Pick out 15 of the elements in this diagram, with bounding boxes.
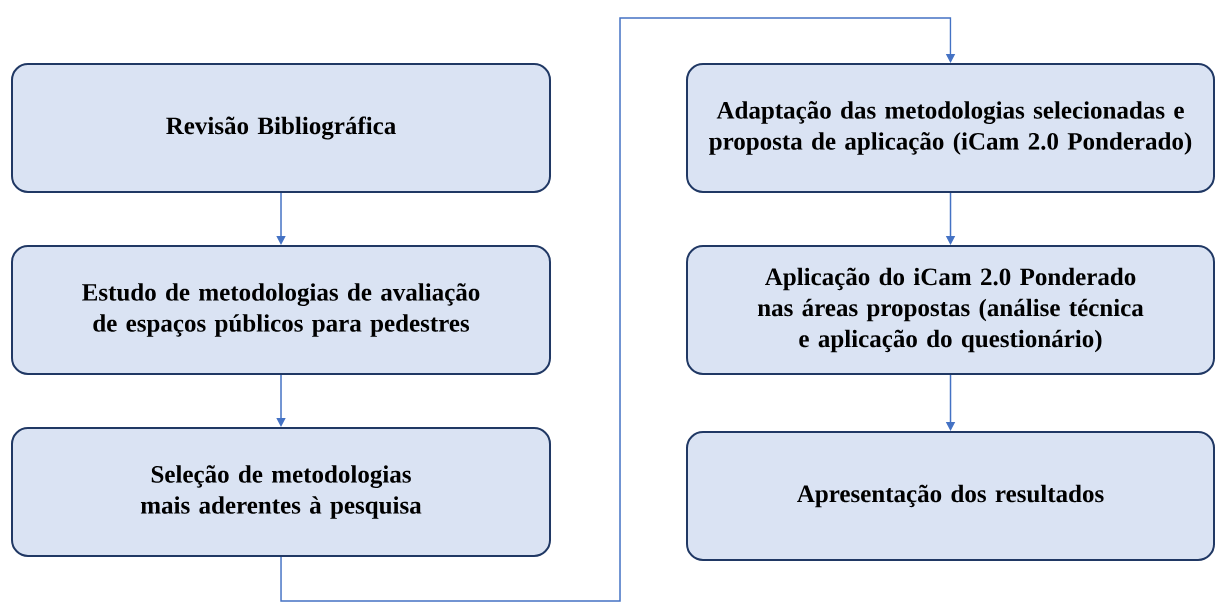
process-box (686, 431, 1215, 561)
arrow (280, 17, 956, 602)
box-text: Aplicação do iCam 2.0 Ponderado nas áreas propostas (análise técnica e aplicação do questionário) (757, 267, 1144, 353)
arrow (276, 192, 286, 245)
box-text: Apresentação dos resultados (797, 484, 1104, 508)
box-text: Seleção de metodologias mais aderentes à pesquisa (140, 465, 422, 519)
process-box (11, 63, 551, 193)
box-text: Adaptação das metodologias selecionadas e proposta de aplicação (iCam 2.0 Ponderado) (709, 101, 1192, 155)
process-box (11, 245, 551, 375)
process-box (11, 427, 551, 557)
process-box (686, 63, 1215, 193)
box-text: Estudo de metodologias de avaliação de espaços públicos para pedestres (82, 283, 480, 337)
arrow (276, 374, 286, 427)
box-text: Revisão Bibliográfica (166, 116, 396, 140)
process-box (686, 245, 1215, 375)
